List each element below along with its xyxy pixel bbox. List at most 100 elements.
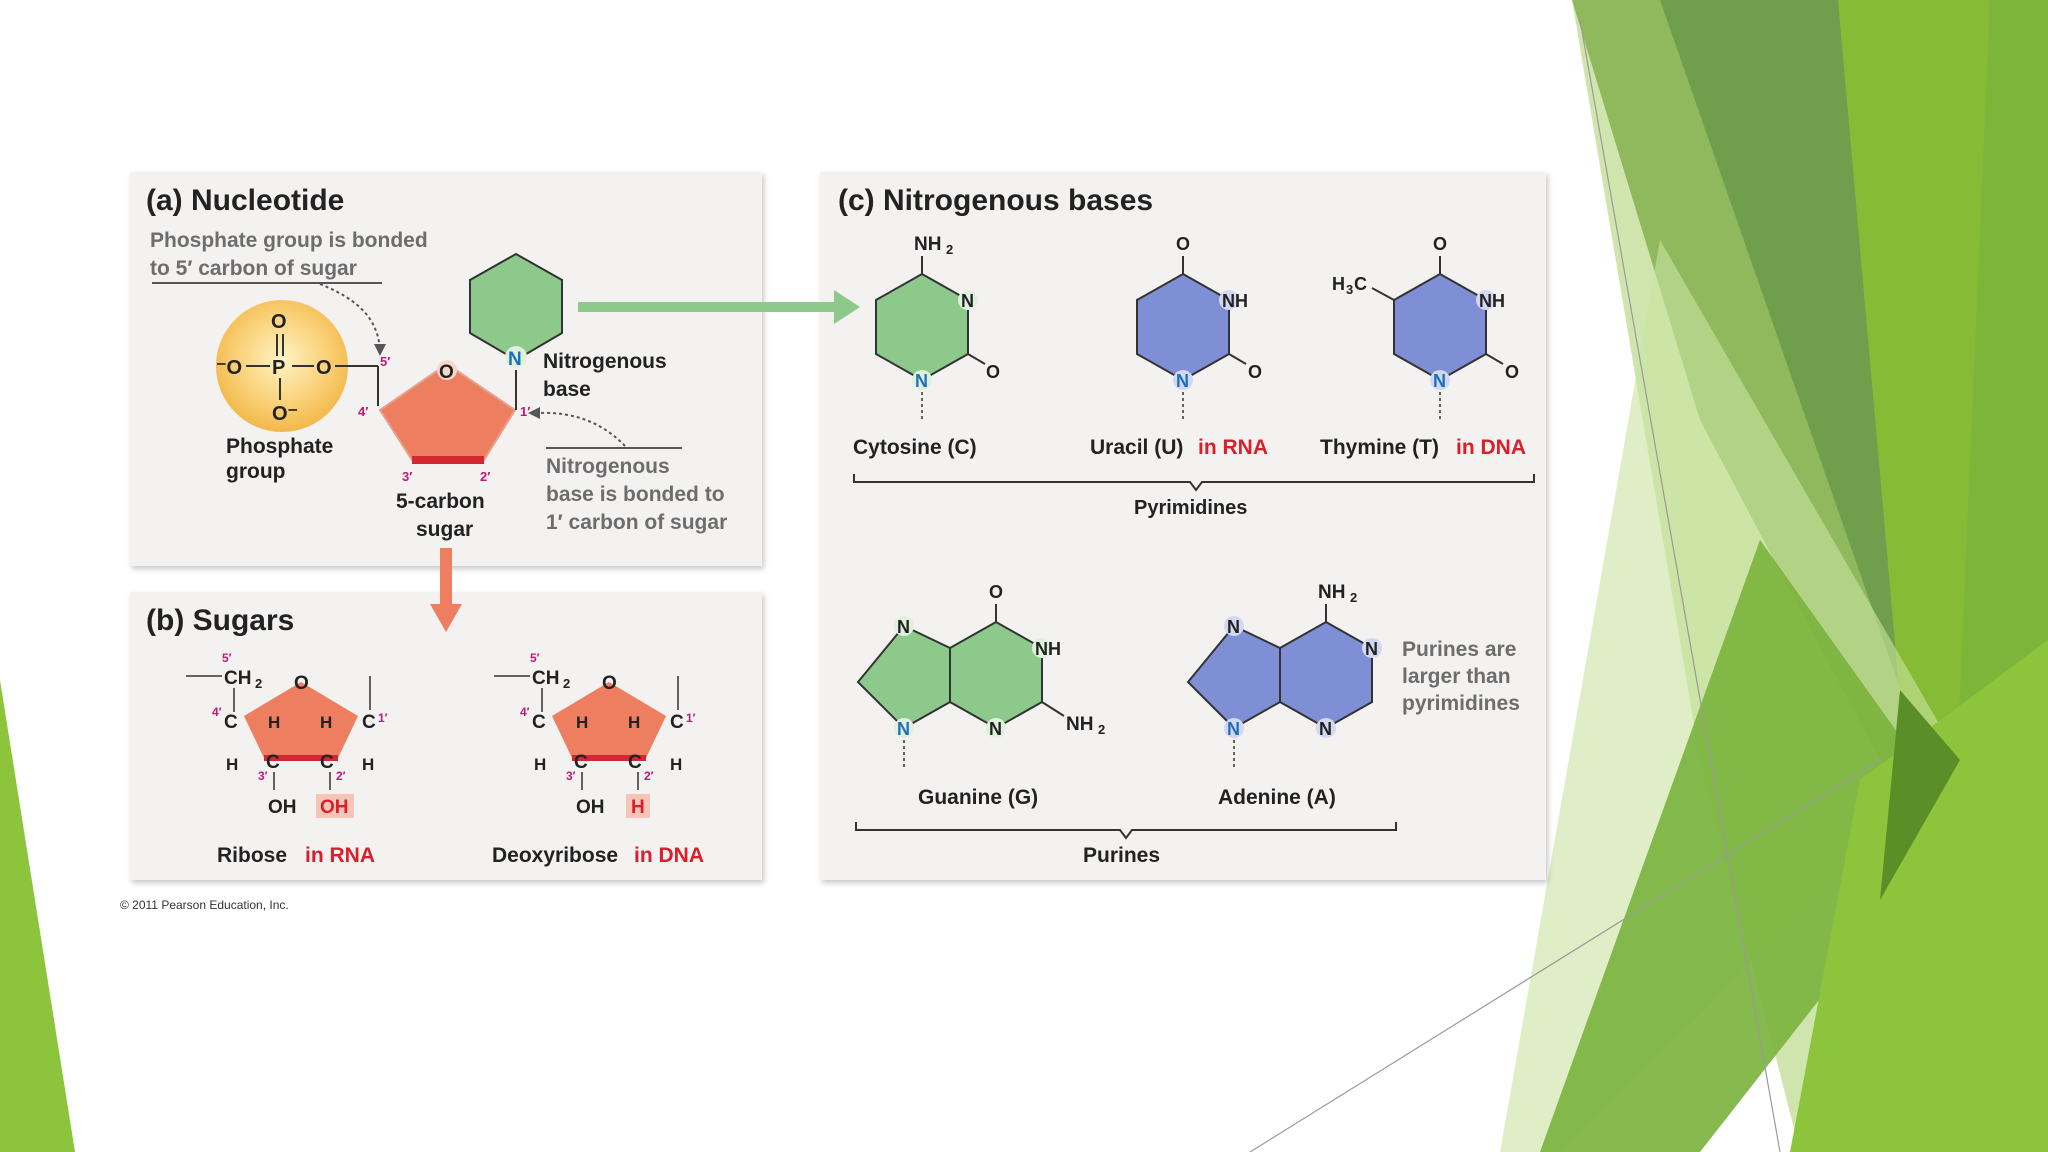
base-note-line3: 1′ carbon of sugar xyxy=(546,511,727,534)
svg-text:NH: NH xyxy=(1066,714,1093,735)
phosphate-group xyxy=(216,300,348,432)
svg-text:N: N xyxy=(1176,371,1189,391)
copyright: © 2011 Pearson Education, Inc. xyxy=(120,898,289,912)
svg-text:O: O xyxy=(989,582,1003,602)
panel-c-title: (c) Nitrogenous bases xyxy=(838,184,1153,217)
ribose-name: Ribose xyxy=(217,844,287,867)
svg-text:3′: 3′ xyxy=(566,769,576,783)
svg-text:5′: 5′ xyxy=(222,651,232,665)
svg-text:C: C xyxy=(1354,274,1367,294)
svg-text:N: N xyxy=(915,371,928,391)
svg-text:O⁻: O⁻ xyxy=(272,403,298,425)
svg-text:O: O xyxy=(1176,234,1190,254)
uracil-structure: O NH O N xyxy=(1136,234,1262,420)
svg-text:O: O xyxy=(1433,234,1447,254)
svg-text:O: O xyxy=(316,357,332,379)
base-note-line1: Nitrogenous xyxy=(546,455,670,478)
svg-text:4′: 4′ xyxy=(212,705,222,719)
svg-text:H: H xyxy=(576,713,588,732)
panel-a-title: (a) Nucleotide xyxy=(146,184,344,217)
deoxyribose-name: Deoxyribose xyxy=(492,844,618,867)
svg-text:5′: 5′ xyxy=(380,354,390,369)
svg-text:NH: NH xyxy=(1222,291,1248,311)
svg-text:3: 3 xyxy=(1346,282,1353,297)
svg-text:O: O xyxy=(1505,362,1519,382)
svg-text:1′: 1′ xyxy=(686,711,696,725)
svg-text:N: N xyxy=(897,719,910,739)
pyrimidines-label: Pyrimidines xyxy=(1134,497,1247,519)
svg-text:1′: 1′ xyxy=(378,711,388,725)
svg-text:C: C xyxy=(224,712,238,733)
svg-text:N: N xyxy=(1433,371,1446,391)
svg-text:H: H xyxy=(226,755,238,774)
pyrimidines-brace xyxy=(853,474,1535,492)
svg-text:H: H xyxy=(534,755,546,774)
svg-text:NH: NH xyxy=(1035,639,1061,659)
uracil-label: Uracil (U) xyxy=(1090,436,1183,459)
panel-b-title: (b) Sugars xyxy=(146,604,294,637)
svg-text:NH: NH xyxy=(1479,291,1505,311)
phosphate-note-line2: to 5′ carbon of sugar xyxy=(150,257,357,280)
svg-text:H: H xyxy=(628,713,640,732)
panel-b-box xyxy=(130,592,762,880)
phosphate-note-line1: Phosphate group is bonded xyxy=(150,229,428,252)
svg-text:O: O xyxy=(294,673,309,694)
purine-note-line1: Purines are xyxy=(1402,638,1516,661)
purine-note-line3: pyrimidines xyxy=(1402,692,1520,715)
phosphate-label-line1: Phosphate xyxy=(226,435,333,458)
svg-text:C: C xyxy=(574,752,588,773)
cytosine-label: Cytosine (C) xyxy=(853,436,977,459)
svg-text:1′: 1′ xyxy=(520,404,530,419)
svg-text:O: O xyxy=(1248,362,1262,382)
sugar-label-line2: sugar xyxy=(416,518,473,541)
svg-text:H: H xyxy=(631,797,645,818)
svg-text:C: C xyxy=(320,752,334,773)
svg-text:OH: OH xyxy=(268,797,297,818)
thymine-label: Thymine (T) xyxy=(1320,436,1439,459)
svg-text:C: C xyxy=(266,752,280,773)
svg-text:H: H xyxy=(268,713,280,732)
svg-text:OH: OH xyxy=(576,797,605,818)
purines-label: Purines xyxy=(1083,844,1160,867)
svg-text:H: H xyxy=(1332,274,1345,294)
svg-text:4′: 4′ xyxy=(520,705,530,719)
phosphate-structure: O ⁻O P O O⁻ xyxy=(216,311,332,425)
svg-text:CH: CH xyxy=(224,668,251,689)
svg-text:C: C xyxy=(362,712,376,733)
svg-text:O: O xyxy=(439,362,454,383)
phosphate-label-line2: group xyxy=(226,460,285,483)
svg-text:2′: 2′ xyxy=(480,469,490,484)
svg-text:2: 2 xyxy=(563,676,570,691)
svg-text:CH: CH xyxy=(532,668,559,689)
svg-text:P: P xyxy=(272,357,285,379)
svg-text:C: C xyxy=(532,712,546,733)
sugar-label-line1: 5-carbon xyxy=(396,490,485,513)
svg-text:2: 2 xyxy=(255,676,262,691)
svg-text:2′: 2′ xyxy=(644,769,654,783)
svg-text:C: C xyxy=(628,752,642,773)
svg-text:⁻O: ⁻O xyxy=(216,357,242,379)
svg-text:N: N xyxy=(1365,639,1378,659)
svg-text:N: N xyxy=(508,349,522,370)
svg-text:N: N xyxy=(1227,617,1240,637)
svg-text:4′: 4′ xyxy=(358,404,368,419)
svg-text:3′: 3′ xyxy=(258,769,268,783)
arrow-to-sugars xyxy=(430,548,462,632)
base-note-line2: base is bonded to xyxy=(546,483,725,506)
panel-a: (a) Nucleotide Phosphate group is bonded… xyxy=(146,184,727,541)
svg-text:C: C xyxy=(670,712,684,733)
base-label-line1: Nitrogenous xyxy=(543,350,667,373)
svg-text:5′: 5′ xyxy=(530,651,540,665)
svg-text:2: 2 xyxy=(1350,590,1357,605)
svg-text:2: 2 xyxy=(946,242,953,257)
svg-text:O: O xyxy=(986,362,1000,382)
base-label-line2: base xyxy=(543,378,591,401)
